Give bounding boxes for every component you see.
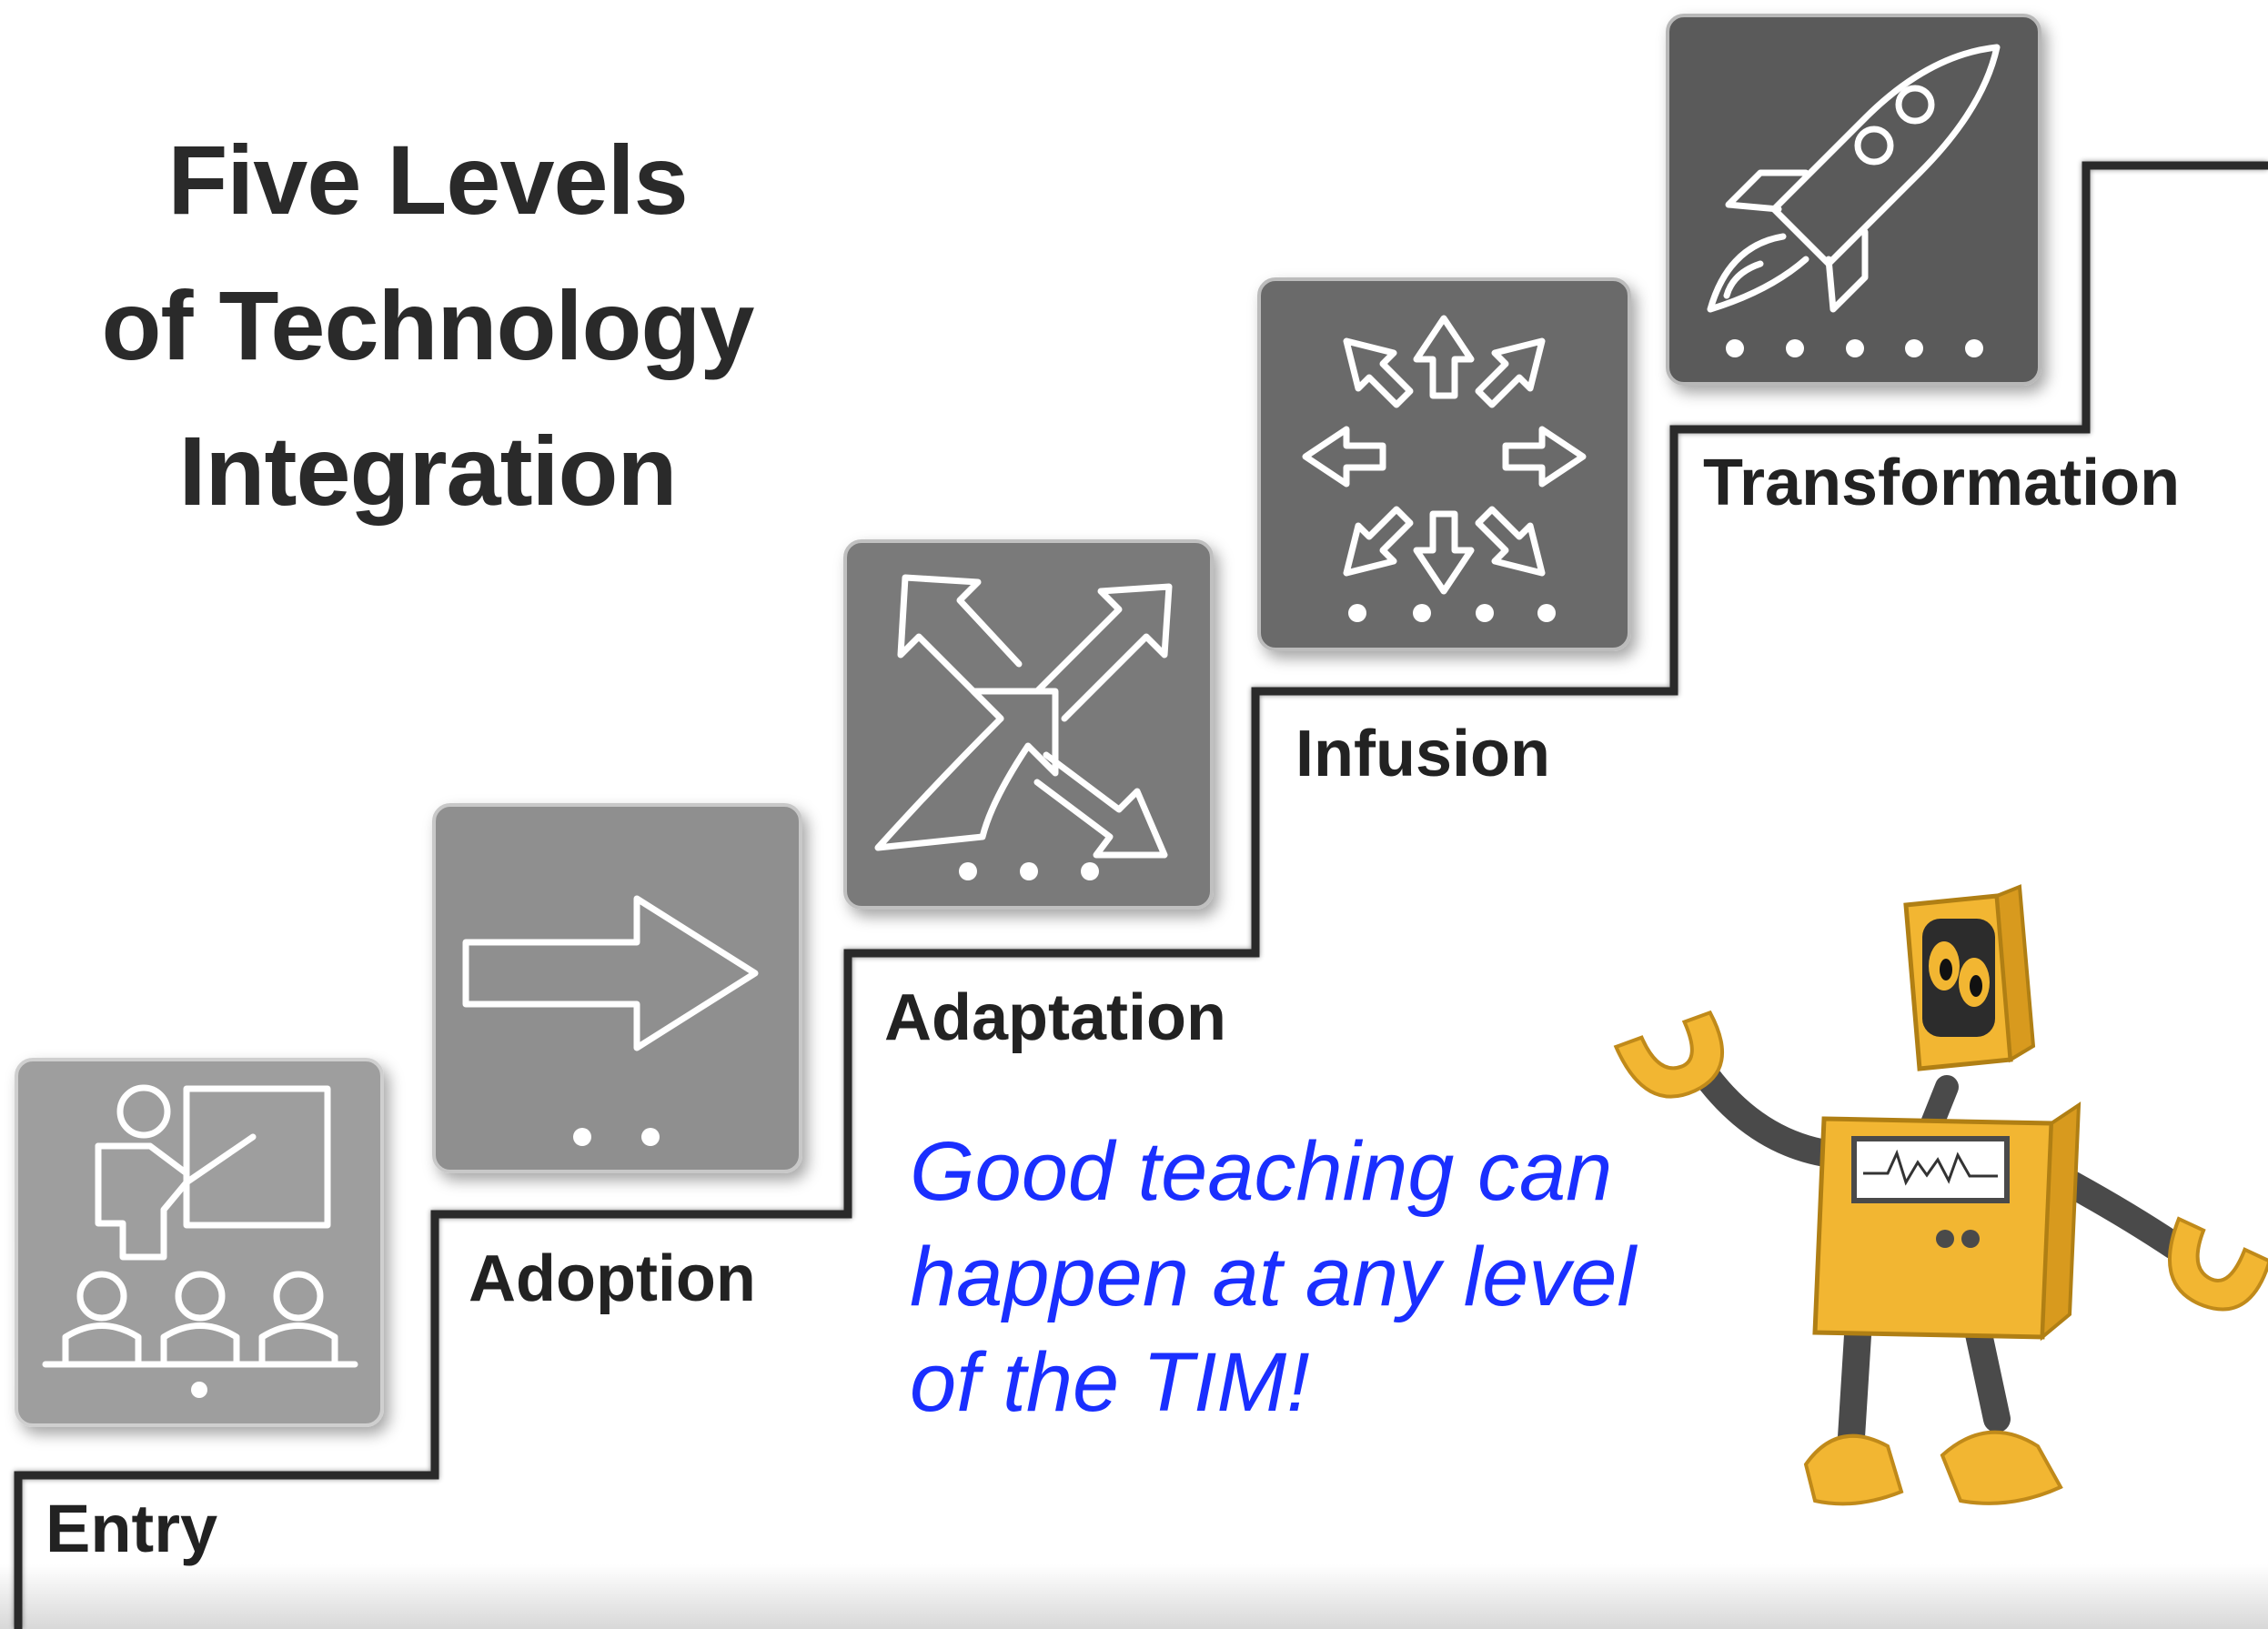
- stair-line: [14, 161, 2268, 1629]
- title-line-1: Five Levels: [167, 125, 688, 235]
- diagram-title: Five Levels of Technology Integration: [27, 107, 828, 544]
- level-label-infusion: Infusion: [1295, 718, 1550, 790]
- note-line-1: Good teaching can: [910, 1125, 1613, 1218]
- level-dots-infusion: [1348, 604, 1556, 622]
- level-dots-adaptation: [959, 862, 1099, 880]
- title-line-3: Integration: [178, 416, 678, 526]
- title-line-2: of Technology: [101, 270, 755, 380]
- note-line-3: of the TIM!: [910, 1336, 1310, 1429]
- level-dots-adoption: [573, 1128, 660, 1146]
- level-dots-transformation: [1726, 339, 1983, 357]
- tile-adaptation: [843, 539, 1214, 910]
- level-label-transformation: Transformation: [1703, 447, 2181, 519]
- level-dots-entry: [191, 1382, 207, 1398]
- note-line-2: happen at any level: [910, 1231, 1636, 1323]
- tile-entry: [15, 1058, 384, 1427]
- level-label-adoption: Adoption: [469, 1242, 756, 1315]
- tile-adoption: [432, 803, 802, 1173]
- arrow-right-icon: [462, 895, 759, 1051]
- teacher-presentation-icon: [42, 1084, 358, 1368]
- robot-mascot-icon: [1613, 884, 2268, 1506]
- tile-transformation: [1666, 14, 2041, 386]
- rocket-icon: [1707, 44, 2001, 313]
- level-label-entry: Entry: [45, 1491, 218, 1566]
- level-label-adaptation: Adaptation: [884, 981, 1226, 1054]
- note-text: Good teaching can happen at any level of…: [910, 1119, 1710, 1435]
- radiating-arrows-icon: [1302, 315, 1587, 595]
- floor-shadow: [0, 1564, 2268, 1629]
- diverging-arrows-icon: [874, 574, 1173, 859]
